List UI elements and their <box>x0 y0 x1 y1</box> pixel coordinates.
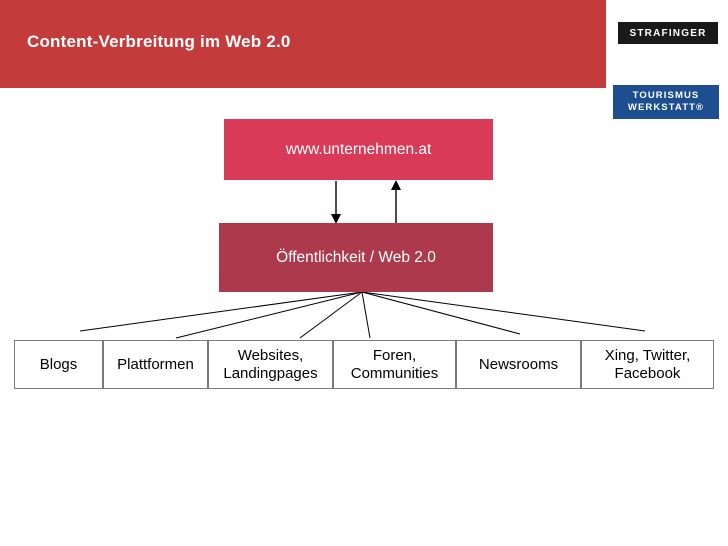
leaf-newsrooms-label: Newsrooms <box>478 355 559 373</box>
leaf-social-label: Xing, Twitter, Facebook <box>605 347 691 383</box>
node-company-website: www.unternehmen.at <box>224 119 493 180</box>
node-company-website-label: www.unternehmen.at <box>285 140 432 158</box>
leaf-foren-communities-label: Foren, Communities <box>351 347 439 383</box>
leaf-foren-communities: Foren, Communities <box>333 340 456 389</box>
tourismus-logo-line2: WERKSTATT® <box>627 102 705 113</box>
node-public-web20-label: Öffentlichkeit / Web 2.0 <box>276 248 436 266</box>
tourismus-logo-line1: TOURISMUS <box>632 90 700 101</box>
leaf-websites-landingpages-label: Websites, Landingpages <box>223 347 317 383</box>
leaf-websites-line2: Landingpages <box>223 364 318 382</box>
strafinger-logo: STRAFINGER <box>618 22 718 44</box>
leaf-foren-line1: Foren, <box>372 346 417 364</box>
leaf-plattformen: Plattformen <box>103 340 208 389</box>
leaf-social-line1: Xing, Twitter, <box>604 346 691 364</box>
node-public-web20: Öffentlichkeit / Web 2.0 <box>219 223 493 292</box>
tourismus-werkstatt-logo: TOURISMUS WERKSTATT® <box>613 85 719 119</box>
leaf-foren-line2: Communities <box>350 364 439 382</box>
diagram-canvas: www.unternehmen.at Öffentlichkeit / Web … <box>0 88 728 546</box>
page-title: Content-Verbreitung im Web 2.0 <box>27 32 291 51</box>
logo-panel <box>606 0 728 88</box>
leaf-blogs-label: Blogs <box>39 355 78 373</box>
leaf-xing-twitter-facebook: Xing, Twitter, Facebook <box>581 340 714 389</box>
leaf-websites-landingpages: Websites, Landingpages <box>208 340 333 389</box>
leaf-social-line2: Facebook <box>614 364 681 382</box>
leaf-websites-line1: Websites, <box>237 346 304 364</box>
leaf-plattformen-label: Plattformen <box>117 355 194 373</box>
leaf-newsrooms: Newsrooms <box>456 340 581 389</box>
leaf-blogs: Blogs <box>14 340 103 389</box>
